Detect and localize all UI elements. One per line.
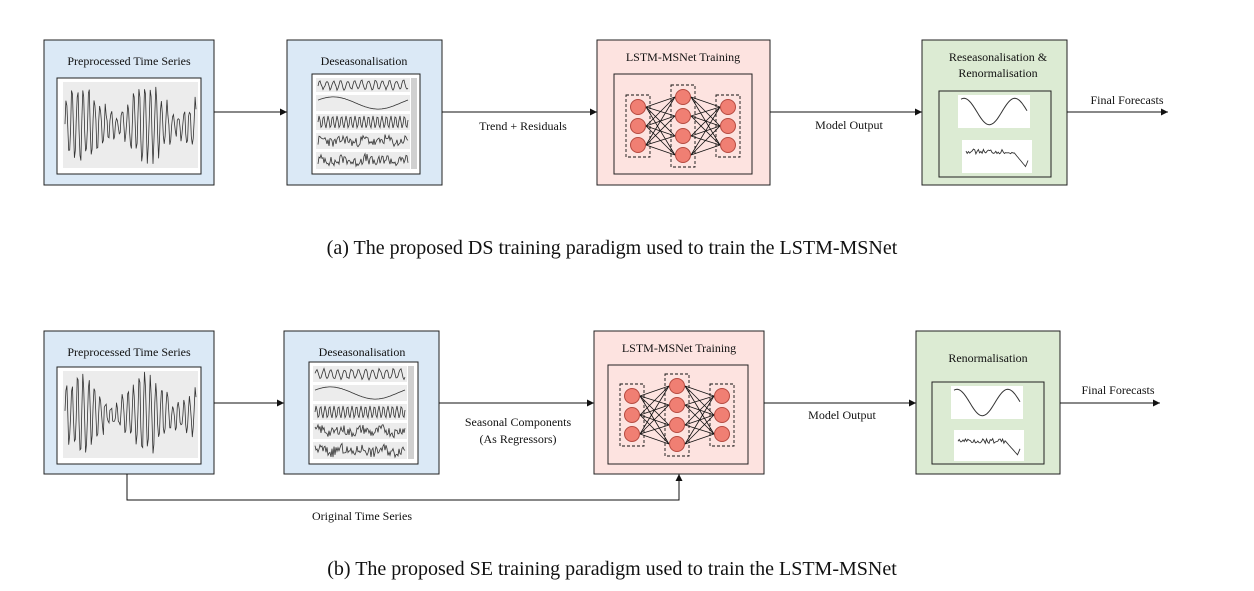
lstm-title-a: LSTM-MSNet Training (626, 50, 740, 64)
reseasonalisation-title-line2: Renormalisation (958, 66, 1037, 80)
neuron (669, 417, 685, 433)
neuron (714, 407, 730, 423)
time-series-line (64, 371, 197, 454)
time-series-plot-icon (56, 77, 202, 175)
preprocessed-box-b: Preprocessed Time Series (43, 330, 215, 475)
renormalisation-box-b: Renormalisation (915, 330, 1061, 475)
time-series-plot-icon (56, 366, 202, 465)
neuron (624, 407, 640, 423)
neuron (630, 118, 646, 134)
lstm-box-b: LSTM-MSNet Training (593, 330, 765, 475)
edge-label-trend: Trend + Residuals (479, 119, 567, 133)
neuron (720, 118, 736, 134)
neuron (675, 89, 691, 105)
deseasonalisation-title-a: Deseasonalisation (321, 54, 408, 68)
reseasonalisation-title-line1: Reseasonalisation & (949, 50, 1048, 64)
neuron (675, 128, 691, 144)
neuron (714, 426, 730, 442)
neuron (630, 99, 646, 115)
edge-label-original: Original Time Series (312, 509, 412, 523)
preprocessed-title-b: Preprocessed Time Series (67, 345, 191, 359)
diagram-a: Preprocessed Time Series Deseasonalisati… (43, 39, 1168, 259)
caption-b: (b) The proposed SE training paradigm us… (327, 558, 897, 580)
neuron (675, 108, 691, 124)
decomposition-plot-icon (311, 73, 421, 175)
time-series-line (64, 86, 197, 164)
deseasonalisation-box-b: Deseasonalisation (283, 330, 440, 475)
neural-network-icon (619, 373, 735, 457)
edge-label-final-b: Final Forecasts (1082, 383, 1155, 397)
caption-a: (a) The proposed DS training paradigm us… (327, 237, 898, 259)
neuron (714, 388, 730, 404)
renormalisation-title: Renormalisation (948, 351, 1027, 365)
neuron (669, 397, 685, 413)
forecast-plot-icon (931, 381, 1045, 465)
arrow-icon (126, 474, 683, 501)
neuron (624, 388, 640, 404)
preprocessed-title-a: Preprocessed Time Series (67, 54, 191, 68)
forecast-plot-icon (938, 90, 1052, 178)
neuron (669, 378, 685, 394)
edge-label-seasonal-line1: Seasonal Components (465, 415, 572, 429)
neuron (630, 137, 646, 153)
deseasonalisation-title-b: Deseasonalisation (319, 345, 406, 359)
neuron (720, 99, 736, 115)
edge-label-seasonal-line2: (As Regressors) (480, 432, 557, 446)
neuron (669, 436, 685, 452)
neuron (675, 147, 691, 163)
lstm-title-b: LSTM-MSNet Training (622, 341, 736, 355)
edge-label-final-a: Final Forecasts (1091, 93, 1164, 107)
lstm-box-a: LSTM-MSNet Training (596, 39, 771, 186)
diagram-b: Preprocessed Time Series Deseasonalisati… (43, 330, 1160, 580)
deseasonalisation-box-a: Deseasonalisation (286, 39, 443, 186)
preprocessed-box-a: Preprocessed Time Series (43, 39, 215, 186)
neural-network-icon (625, 84, 741, 168)
neuron (624, 426, 640, 442)
edge-label-model-output-b: Model Output (808, 408, 876, 422)
neuron (720, 137, 736, 153)
reseasonalisation-box-a: Reseasonalisation & Renormalisation (921, 39, 1068, 186)
edge-label-model-output-a: Model Output (815, 118, 883, 132)
decomposition-plot-icon (308, 361, 419, 465)
